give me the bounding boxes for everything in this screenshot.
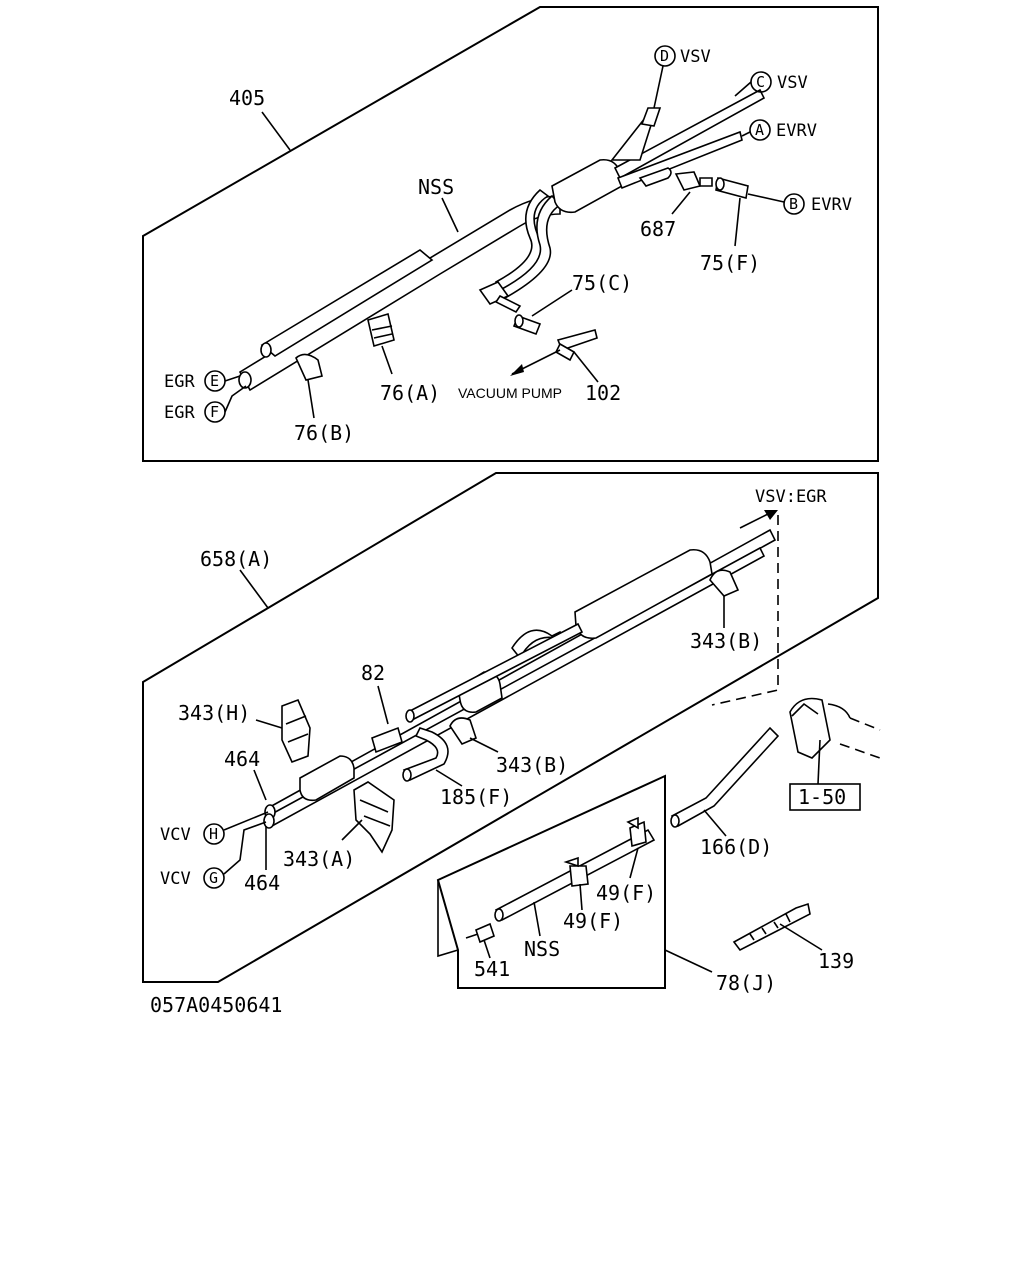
label-49f-left: 49(F): [563, 909, 623, 933]
part-687-fitting: [674, 171, 713, 191]
clip-343b-mid: [449, 717, 477, 745]
part-166d-hose: [670, 726, 780, 828]
upper-hose-assembly: [238, 88, 766, 392]
clip-76a: [367, 312, 395, 348]
label-vsv-egr: VSV:EGR: [755, 487, 827, 507]
part-75f-hose: [715, 177, 749, 199]
vsv-egr-arrow: [764, 510, 778, 520]
label-nss-lower: NSS: [524, 937, 560, 961]
lower-panel-frame: [142, 472, 879, 983]
label-464-bottom: 464: [244, 871, 280, 895]
svg-text:D: D: [660, 47, 669, 65]
part-139-cable-tie: [732, 902, 811, 952]
svg-text:EVRV: EVRV: [811, 195, 852, 215]
label-75c: 75(C): [572, 271, 632, 295]
label-49f-right: 49(F): [596, 881, 656, 905]
label-78j: 78(J): [716, 971, 776, 995]
label-541: 541: [474, 957, 510, 981]
svg-text:F: F: [210, 403, 219, 421]
clip-76b: [295, 353, 323, 381]
svg-text:VCV: VCV: [160, 869, 191, 889]
ref-box-1-50: [789, 783, 861, 811]
drawing-code: 057A0450641: [150, 993, 282, 1017]
connector-c-vsv: C VSV: [734, 71, 808, 97]
connector-a-evrv: A EVRV: [741, 119, 817, 141]
part-185f-hose: [402, 727, 449, 782]
connector-g-vcv: VCV G: [160, 821, 267, 889]
svg-text:VSV: VSV: [680, 47, 711, 67]
svg-text:G: G: [209, 869, 218, 887]
connector-f-egr: EGR F: [164, 385, 247, 423]
upper-panel-frame: [142, 6, 879, 462]
connector-b-evrv: B EVRV: [747, 193, 852, 215]
label-166d: 166(D): [700, 835, 772, 859]
label-75f: 75(F): [700, 251, 760, 275]
part-102-tee: [554, 329, 598, 362]
connector-h-vcv: VCV H: [160, 811, 269, 845]
svg-text:EVRV: EVRV: [776, 121, 817, 141]
vacuum-pump-arrow: [510, 364, 524, 376]
svg-text:EGR: EGR: [164, 403, 195, 423]
svg-text:H: H: [209, 825, 218, 843]
svg-text:EGR: EGR: [164, 372, 195, 392]
label-658a: 658(A): [200, 547, 272, 571]
svg-text:B: B: [789, 195, 798, 213]
clip-343a: [353, 781, 395, 854]
clip-343h: [281, 698, 311, 764]
svg-text:1-50: 1-50: [798, 785, 846, 809]
label-76a: 76(A): [380, 381, 440, 405]
label-687: 687: [640, 217, 676, 241]
label-405: 405: [229, 86, 265, 110]
svg-text:A: A: [755, 121, 764, 139]
component-1-50: 1-50: [789, 697, 881, 811]
connector-e-egr: EGR E: [164, 370, 241, 392]
label-464-top: 464: [224, 747, 260, 771]
label-139: 139: [818, 949, 854, 973]
svg-text:C: C: [756, 73, 765, 91]
label-102: 102: [585, 381, 621, 405]
label-nss-upper: NSS: [418, 175, 454, 199]
label-185f: 185(F): [440, 785, 512, 809]
connector-d-vsv: D VSV: [653, 45, 711, 109]
part-82-union: [371, 726, 403, 754]
clip-343b-top: [709, 569, 740, 597]
label-343h: 343(H): [178, 701, 250, 725]
sub-hose-assembly: [465, 816, 656, 944]
label-343b-top: 343(B): [690, 629, 762, 653]
svg-text:E: E: [210, 372, 219, 390]
label-82: 82: [361, 661, 385, 685]
svg-text:VCV: VCV: [160, 825, 191, 845]
label-343b-mid: 343(B): [496, 753, 568, 777]
lower-hose-assembly: [263, 528, 777, 829]
label-76b: 76(B): [294, 421, 354, 445]
part-75c-hose: [512, 314, 542, 336]
label-343a: 343(A): [283, 847, 355, 871]
svg-text:VSV: VSV: [777, 73, 808, 93]
label-vacuum-pump: VACUUM PUMP: [458, 385, 562, 401]
sub-panel-78j: [436, 774, 666, 989]
